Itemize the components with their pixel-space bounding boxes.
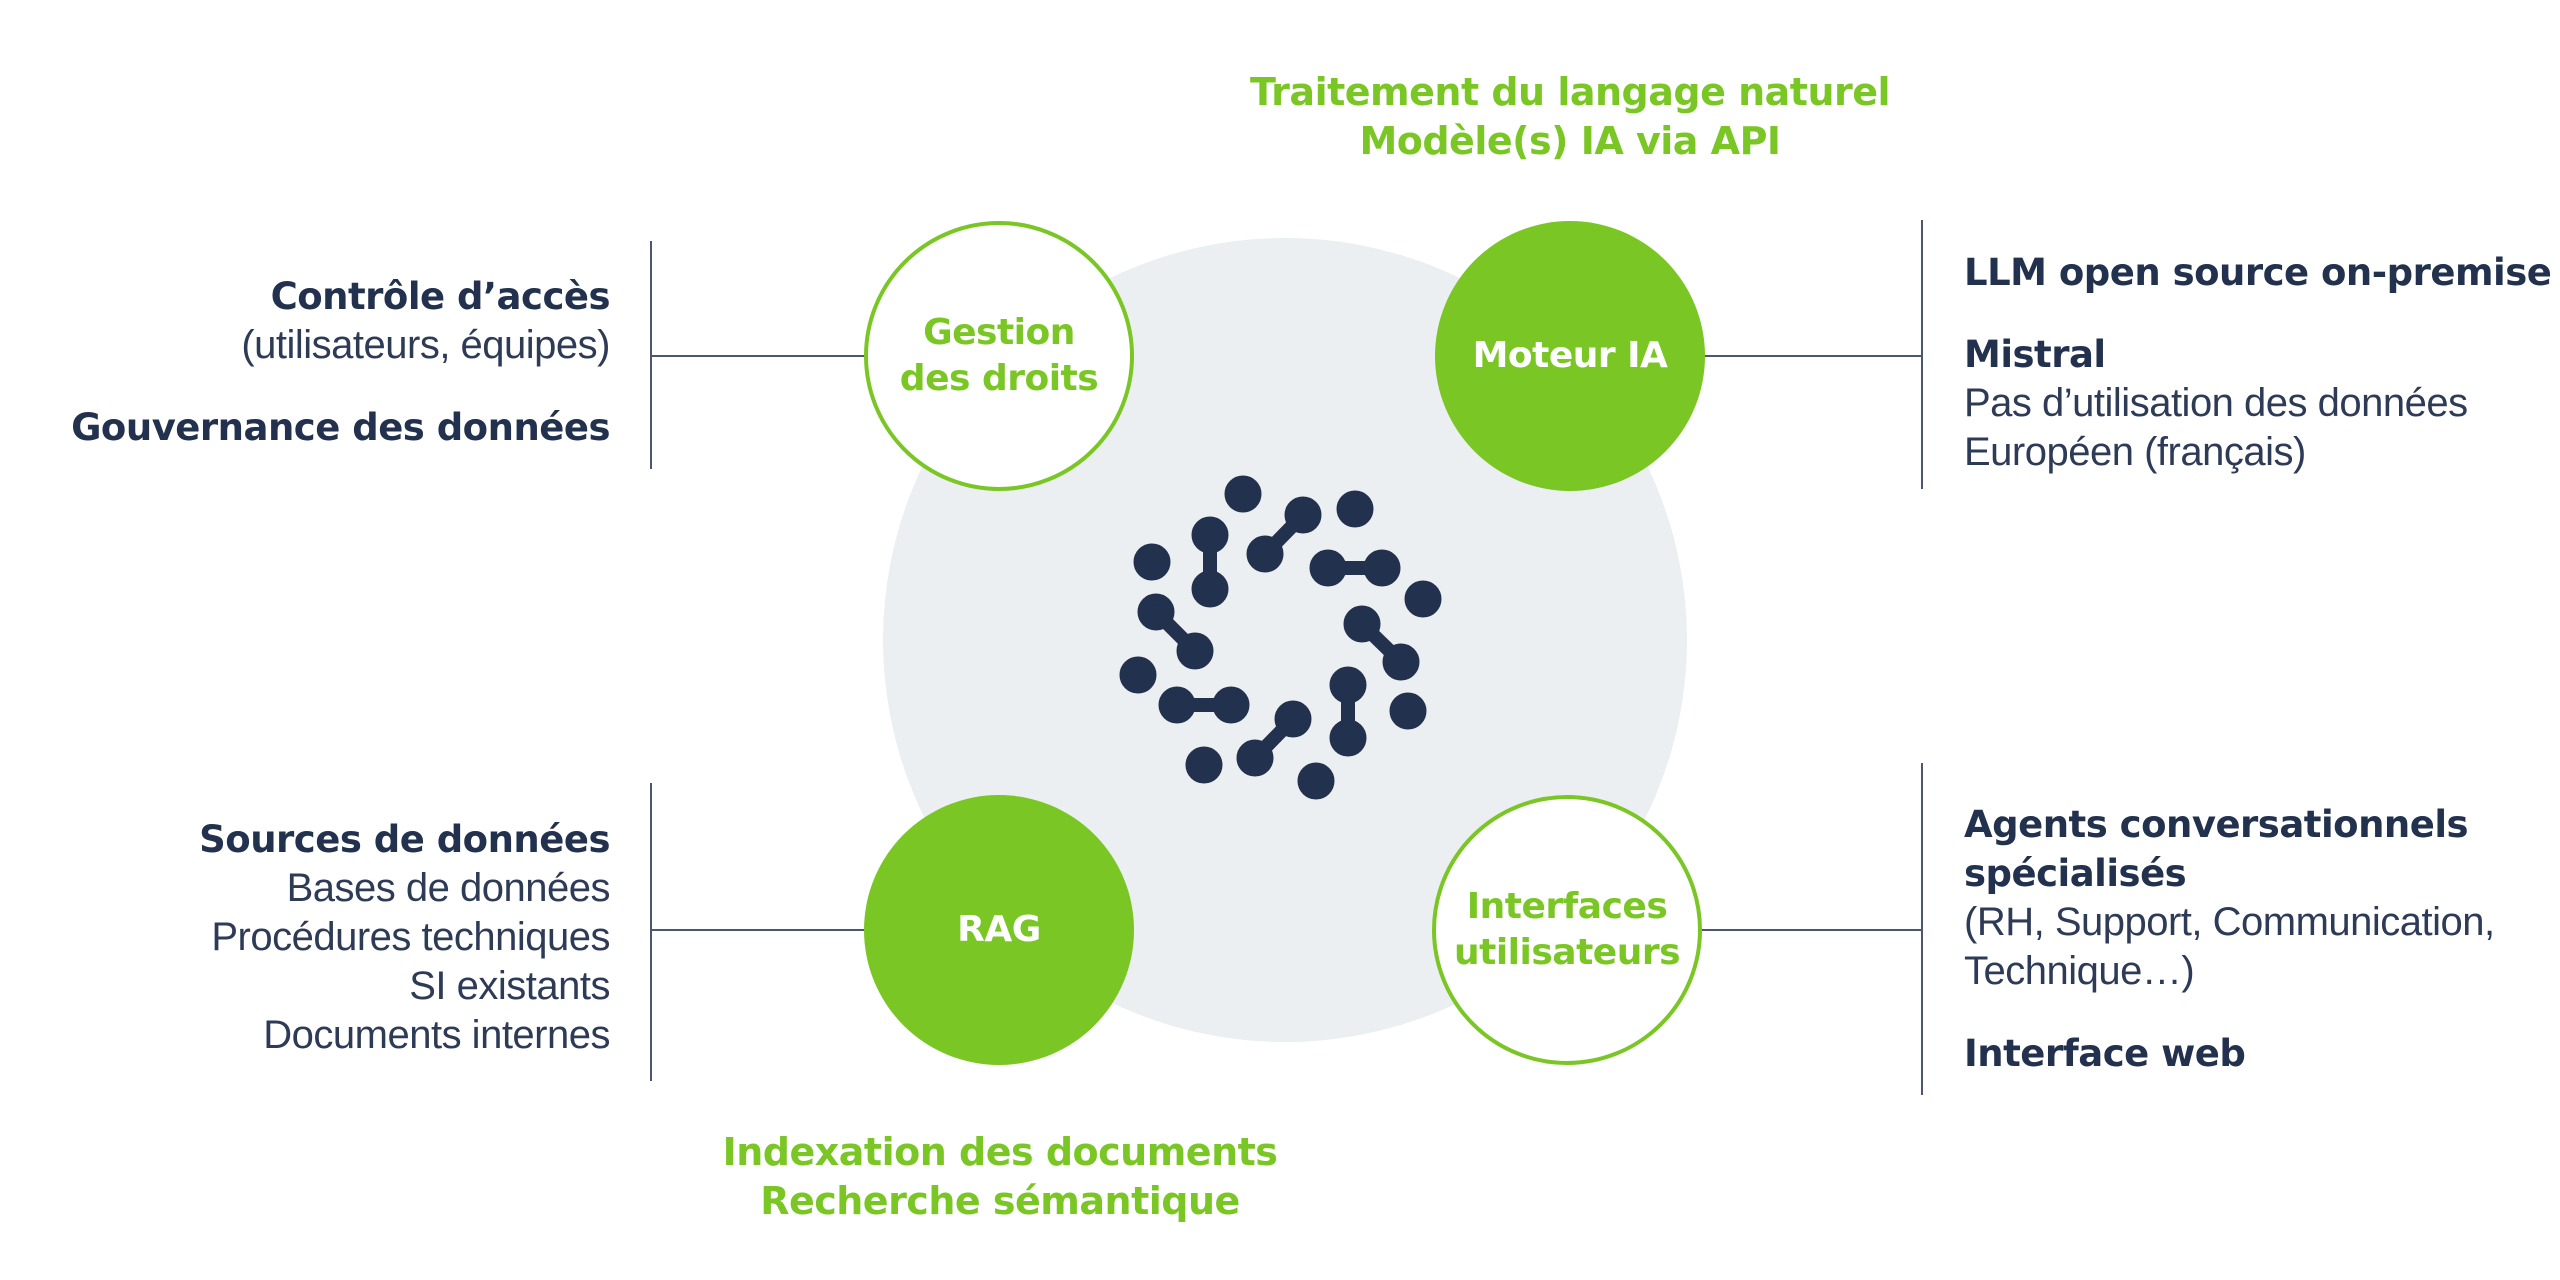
bottom-caption-line-1: Indexation des documents xyxy=(722,1130,1278,1174)
node-rag-label: RAG xyxy=(957,909,1041,950)
panel-line: Technique…) xyxy=(1964,949,2195,993)
panel-line: Documents internes xyxy=(263,1013,610,1057)
node-gestion-des-droits: Gestion des droits xyxy=(864,221,1134,491)
panel-line: Bases de données xyxy=(286,866,611,910)
logo-dumbbell xyxy=(1329,666,1367,757)
logo-dumbbell xyxy=(1309,549,1401,587)
panel-title: LLM open source on-premise xyxy=(1964,251,2552,294)
panel-line: SI existants xyxy=(409,964,610,1008)
connector-bottom-left-vertical xyxy=(650,783,652,1081)
logo-dot xyxy=(1224,475,1262,513)
panel-line: Pas d’utilisation des données xyxy=(1964,381,2468,425)
logo-dot xyxy=(1185,746,1223,784)
panel-bottom-right: Agents conversationnels spécialisés (RH,… xyxy=(1964,800,2554,1078)
logo-dot xyxy=(1404,580,1442,618)
panel-title: Gouvernance des données xyxy=(71,406,610,449)
node-interfaces-utilisateurs: Interfaces utilisateurs xyxy=(1432,795,1702,1065)
molecule-ring-logo-icon xyxy=(1119,475,1442,800)
top-caption-line-1: Traitement du langage naturel xyxy=(1249,70,1891,114)
logo-dot xyxy=(1336,490,1374,528)
connector-top-right-vertical xyxy=(1921,220,1923,489)
node-gestion-label-1: Gestion xyxy=(923,312,1075,353)
panel-line: Européen (français) xyxy=(1964,430,2306,474)
logo-dot xyxy=(1133,543,1171,581)
connector-top-right-horizontal xyxy=(1704,355,1922,357)
bottom-caption-line-2: Recherche sémantique xyxy=(760,1179,1240,1223)
node-moteur-ia: Moteur IA xyxy=(1435,221,1705,491)
connector-bottom-left-horizontal xyxy=(651,929,866,931)
node-interfaces-label-2: utilisateurs xyxy=(1453,932,1681,973)
panel-title: Agents conversationnels xyxy=(1964,803,2469,846)
node-gestion-label-2: des droits xyxy=(899,358,1099,399)
connector-bottom-right-vertical xyxy=(1921,763,1923,1095)
connector-top-left-horizontal xyxy=(651,355,866,357)
panel-bottom-left: Sources de données Bases de données Proc… xyxy=(60,815,610,1060)
logo-dot xyxy=(1389,692,1427,730)
node-rag: RAG xyxy=(864,795,1134,1065)
panel-title: Contrôle d’accès xyxy=(270,275,611,318)
top-caption-line-2: Modèle(s) IA via API xyxy=(1359,119,1781,163)
logo-dumbbell xyxy=(1343,605,1420,681)
node-interfaces-label-1: Interfaces xyxy=(1466,886,1668,927)
panel-line: (RH, Support, Communication, xyxy=(1964,900,2495,944)
panel-top-right: LLM open source on-premise Mistral Pas d… xyxy=(1964,248,2554,477)
connector-bottom-right-horizontal xyxy=(1702,929,1922,931)
logo-dumbbell xyxy=(1137,593,1214,670)
panel-title: spécialisés xyxy=(1964,852,2187,895)
panel-title: Sources de données xyxy=(199,818,610,861)
bottom-caption: Indexation des documents Recherche séman… xyxy=(600,1128,1400,1226)
panel-line: Procédures techniques xyxy=(211,915,610,959)
node-moteur-label: Moteur IA xyxy=(1472,335,1668,376)
top-caption: Traitement du langage naturel Modèle(s) … xyxy=(1170,68,1970,166)
logo-dot xyxy=(1119,656,1157,694)
logo-dot xyxy=(1297,762,1335,800)
logo-dumbbell xyxy=(1246,496,1322,573)
panel-title: Mistral xyxy=(1964,333,2106,376)
logo-dumbbell xyxy=(1191,516,1229,608)
logo-dumbbell xyxy=(1158,686,1250,724)
panel-top-left: Contrôle d’accès (utilisateurs, équipes)… xyxy=(60,272,610,452)
logo-dumbbell xyxy=(1236,700,1312,777)
panel-line: (utilisateurs, équipes) xyxy=(241,323,610,367)
panel-title: Interface web xyxy=(1964,1032,2246,1075)
